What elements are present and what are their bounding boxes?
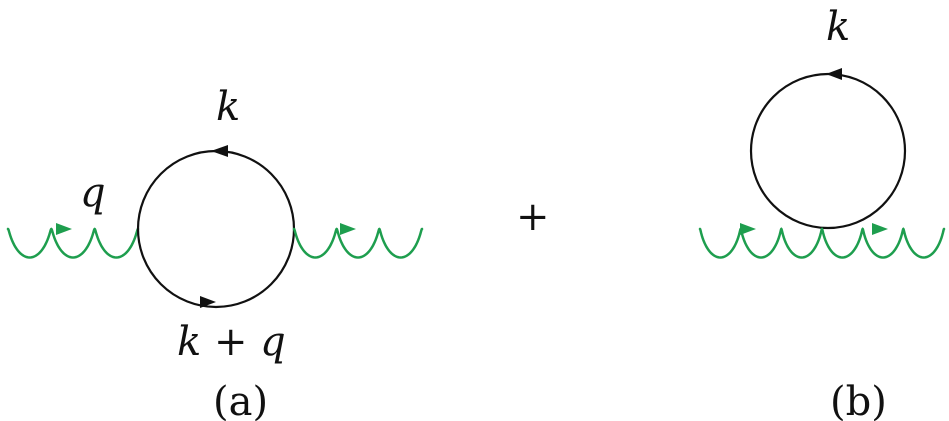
diagram-a: q k k + q (a) — [6, 84, 424, 421]
loop-top-momentum-label-b: k — [826, 4, 850, 50]
gluon-line-b — [698, 227, 946, 259]
gluon-arrow-a-right — [340, 223, 356, 235]
diagram-b: k (b) — [698, 4, 946, 421]
caption-b: (b) — [830, 379, 887, 421]
loop-top-momentum-label-a: k — [216, 84, 240, 130]
gluon-arrow-b-right — [872, 223, 888, 235]
caption-a: (a) — [213, 379, 268, 421]
fermion-loop-b — [749, 72, 907, 230]
gluon-arrow-b-left — [740, 223, 756, 235]
gluon-line-a-left — [6, 227, 140, 259]
gluon-line-a-right — [292, 227, 424, 259]
gluon-arrow-a-left — [56, 223, 72, 235]
incoming-momentum-label: q — [80, 170, 106, 216]
loop-bottom-momentum-label: k + q — [177, 319, 286, 365]
loop-arrow-a-top — [211, 145, 228, 157]
plus-operator: + — [516, 194, 550, 240]
fermion-loop-a — [136, 149, 296, 309]
loop-arrow-a-bottom — [200, 296, 216, 308]
loop-arrow-b-top — [826, 68, 842, 80]
